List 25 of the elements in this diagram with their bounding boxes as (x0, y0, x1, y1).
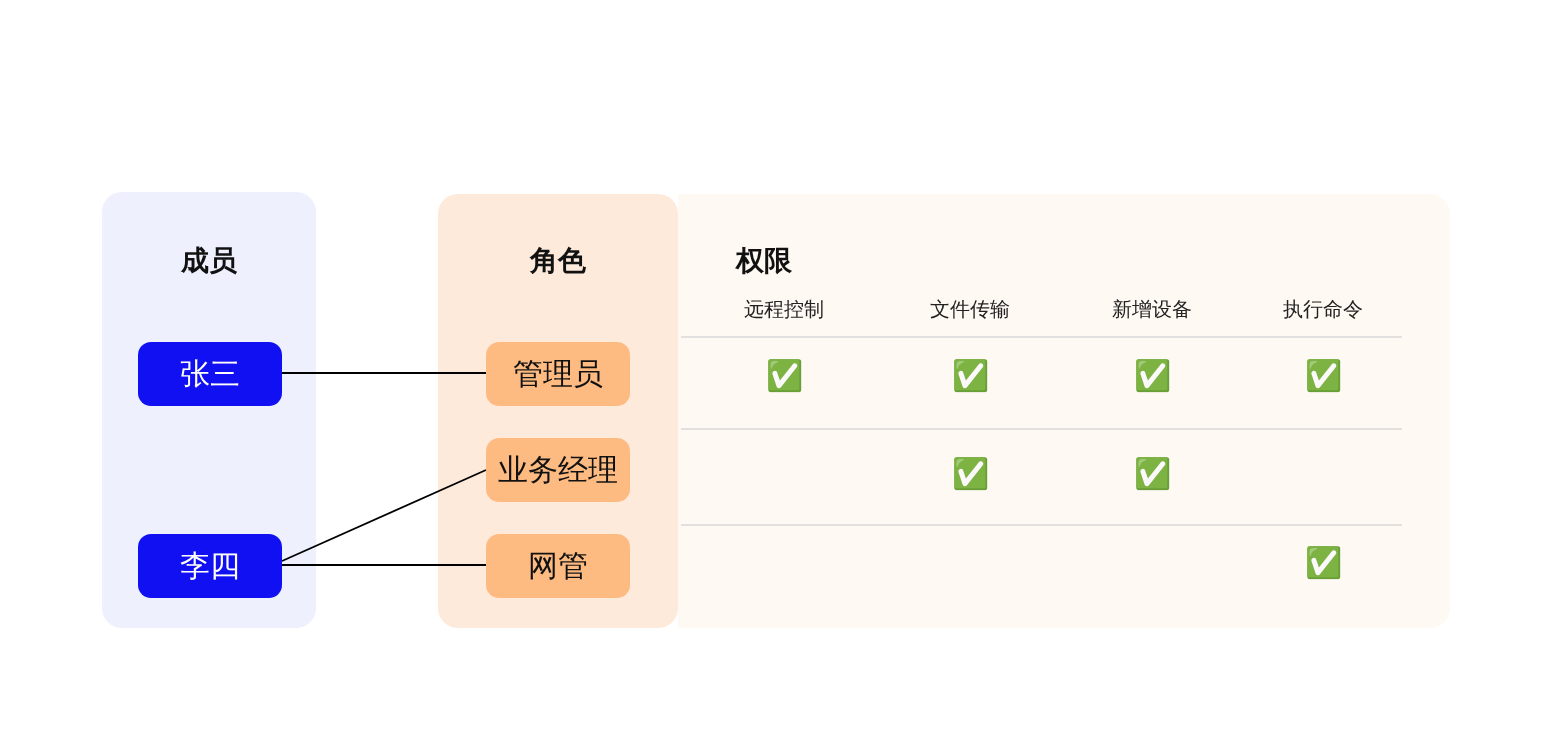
column-heading: 角色 (530, 244, 586, 278)
role-box: 业务经理 (486, 438, 630, 502)
table-header: 新增设备 (1112, 297, 1192, 321)
table-header: 执行命令 (1283, 297, 1363, 321)
column-panel (678, 194, 1450, 628)
connector-line (281, 564, 487, 566)
check-mark: ✅ (1133, 457, 1171, 491)
role-box: 网管 (486, 534, 630, 598)
check-mark: ✅ (951, 359, 989, 393)
check-mark: ✅ (951, 457, 989, 491)
check-mark: ✅ (1133, 359, 1171, 393)
connector-line (281, 372, 487, 374)
check-mark: ✅ (1304, 546, 1342, 580)
column-heading: 成员 (181, 244, 237, 278)
check-mark: ✅ (765, 359, 803, 393)
check-mark: ✅ (1304, 359, 1342, 393)
connector-line (281, 469, 487, 562)
member-box: 张三 (138, 342, 282, 406)
column-panel (438, 194, 678, 628)
role-box: 管理员 (486, 342, 630, 406)
table-header: 远程控制 (744, 297, 824, 321)
column-panel (102, 192, 316, 628)
table-header: 文件传输 (930, 297, 1010, 321)
column-heading: 权限 (736, 244, 792, 278)
member-box: 李四 (138, 534, 282, 598)
